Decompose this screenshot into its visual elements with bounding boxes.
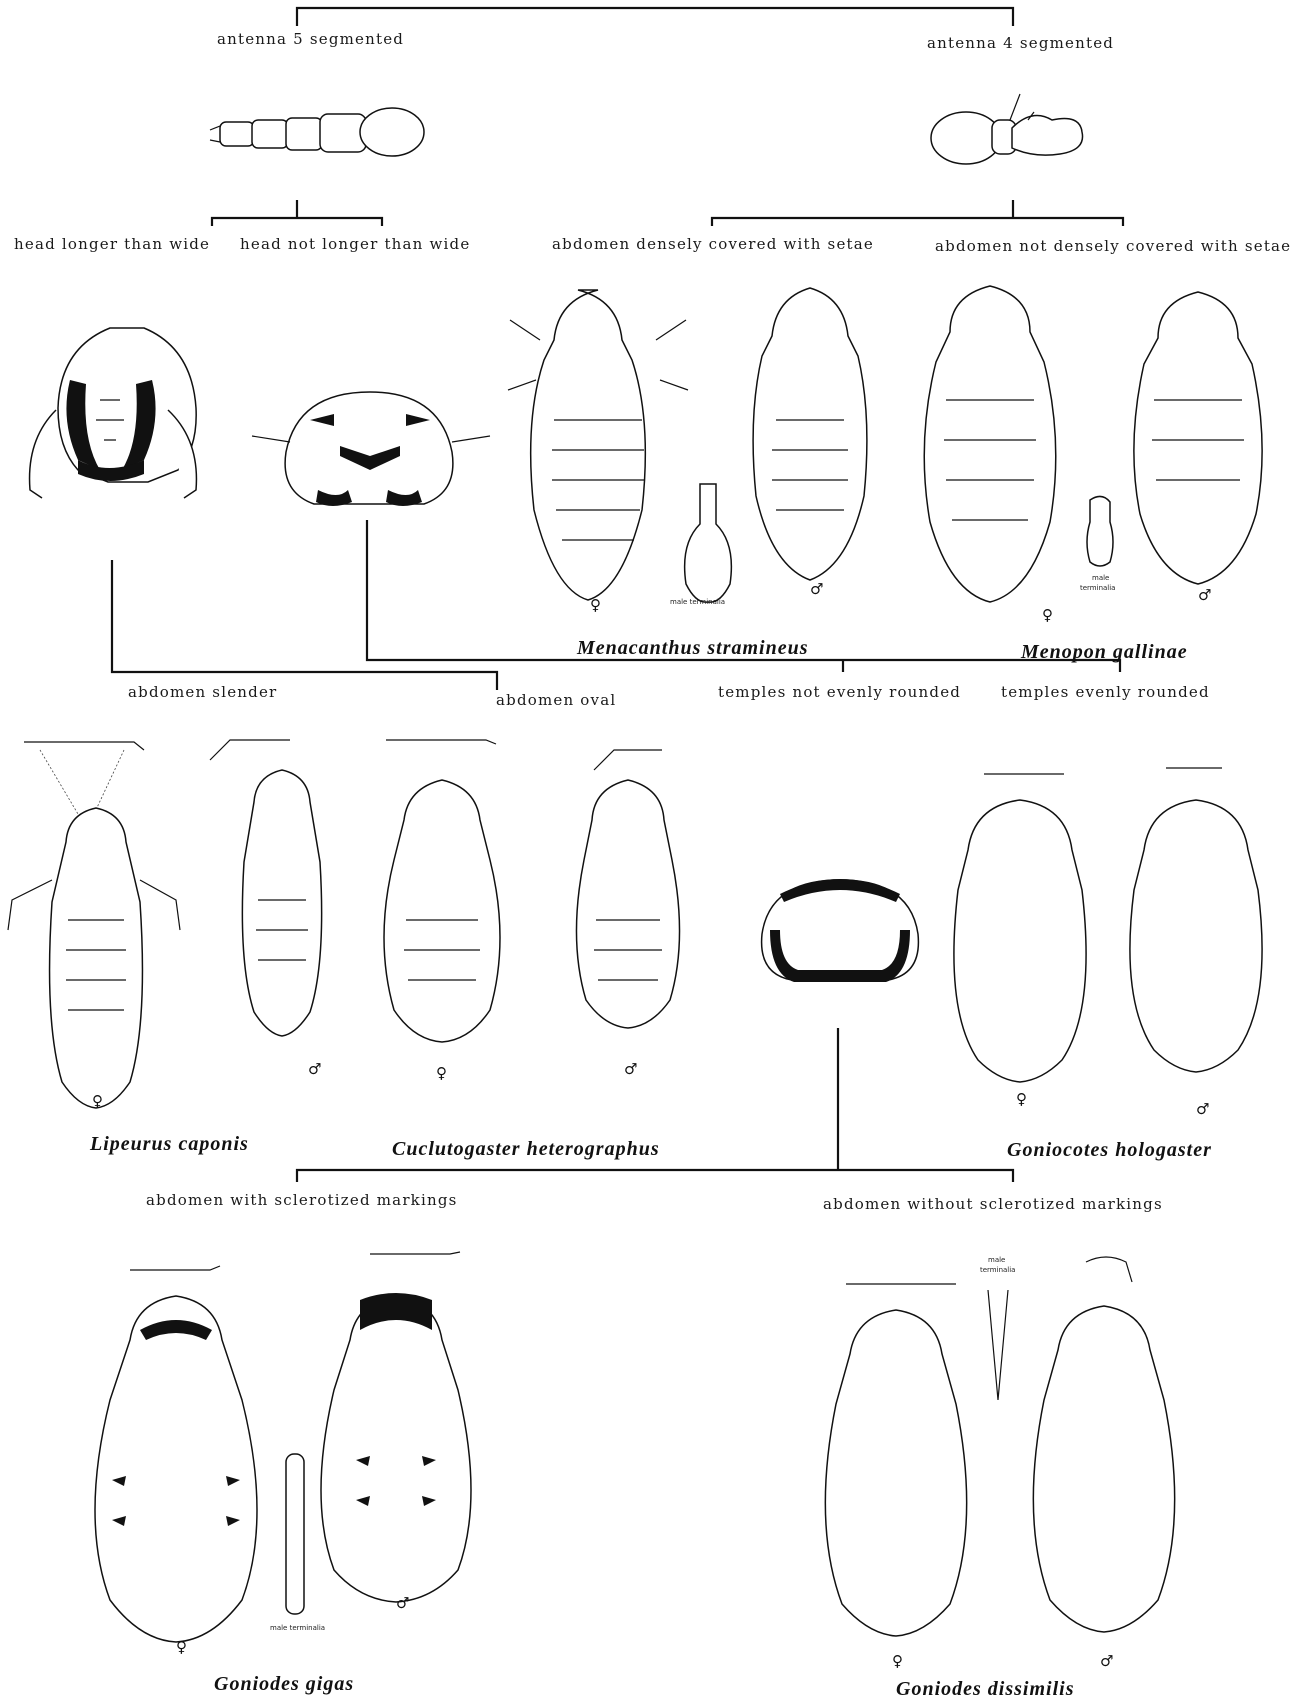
species-menopon: Menopon gallinae [1020, 641, 1188, 663]
sex-male-dissimilis: ♂ [1100, 1652, 1113, 1670]
menopon-male-terminalia: male terminalia [1080, 496, 1115, 592]
louse-dissimilis-male: ♂ [1033, 1257, 1174, 1670]
louse-goniocotes-female: ♀ [954, 774, 1086, 1108]
label-head-longer: head longer than wide [14, 235, 210, 253]
sex-male-menopon: ♂ [1198, 586, 1211, 604]
label-antenna5: antenna 5 segmented [217, 30, 404, 48]
louse-menopon-male: ♂ [1134, 292, 1262, 604]
sex-male-cuclutogaster: ♂ [624, 1060, 637, 1078]
louse-menopon-female: ♀ [924, 286, 1056, 624]
sex-female-menopon: ♀ [1042, 606, 1053, 624]
sex-female-menacanthus: ♀ [590, 596, 601, 614]
annotation-male-terminalia-1: male terminalia [670, 598, 725, 606]
species-menacanthus: Menacanthus stramineus [576, 637, 809, 659]
louse-cuclutogaster-female: ♀ [384, 740, 500, 1082]
sex-male-goniocotes: ♂ [1196, 1100, 1209, 1118]
label-abdomen-slender: abdomen slender [128, 683, 277, 701]
label-head-not-longer: head not longer than wide [240, 235, 470, 253]
louse-lipeurus-male: ♂ [210, 740, 322, 1078]
menacanthus-male-terminalia: male terminalia [670, 484, 731, 606]
louse-gigas-female: ♀ [95, 1266, 257, 1656]
key-labels: antenna 5 segmented antenna 4 segmented … [14, 30, 1291, 1213]
sex-female-cuclutogaster: ♀ [436, 1064, 447, 1082]
antenna-5-segmented [210, 108, 424, 156]
connector-antenna4 [712, 200, 1123, 226]
sex-male-menacanthus: ♂ [810, 580, 823, 598]
sex-female-gigas: ♀ [176, 1638, 187, 1656]
label-abdomen-not-dense: abdomen not densely covered with setae [935, 237, 1291, 255]
head-longer-than-wide [30, 328, 197, 498]
species-goniocotes: Goniocotes hologaster [1007, 1139, 1212, 1161]
louse-lipeurus-female: ♀ [8, 742, 180, 1110]
annotation-male-terminalia-2b: terminalia [1080, 584, 1115, 592]
sex-female-goniocotes: ♀ [1016, 1090, 1027, 1108]
annotation-male-terminalia-4a: male [988, 1256, 1005, 1264]
sex-female-dissimilis: ♀ [892, 1652, 903, 1670]
louse-goniocotes-male: ♂ [1130, 768, 1262, 1118]
gigas-male-terminalia: male terminalia [270, 1454, 325, 1632]
dissimilis-male-terminalia: male terminalia [980, 1256, 1015, 1400]
label-abdomen-dense: abdomen densely covered with setae [552, 235, 874, 253]
label-abdomen-no-sclerotized: abdomen without sclerotized markings [823, 1195, 1163, 1213]
label-temples-not: temples not evenly rounded [718, 683, 961, 701]
annotation-male-terminalia-4b: terminalia [980, 1266, 1015, 1274]
head-temples-not-evenly-rounded [762, 879, 919, 982]
louse-gigas-male: ♂ [321, 1252, 471, 1612]
annotation-male-terminalia-3: male terminalia [270, 1624, 325, 1632]
sex-female-lipeurus: ♀ [92, 1092, 103, 1110]
label-abdomen-sclerotized: abdomen with sclerotized markings [146, 1191, 458, 1209]
label-abdomen-oval: abdomen oval [496, 691, 616, 709]
annotation-male-terminalia-2a: male [1092, 574, 1109, 582]
head-not-longer-than-wide [252, 392, 490, 506]
label-temples-even: temples evenly rounded [1001, 683, 1210, 701]
connector-antenna5 [212, 200, 382, 226]
connector-top [297, 8, 1013, 26]
species-lipeurus: Lipeurus caponis [89, 1133, 249, 1155]
louse-menacanthus-male: ♂ [753, 288, 867, 598]
species-cuclutogaster: Cuclutogaster heterographus [392, 1138, 660, 1160]
sex-male-lipeurus: ♂ [308, 1060, 321, 1078]
species-dissimilis: Goniodes dissimilis [896, 1678, 1074, 1700]
louse-cuclutogaster-male: ♂ [576, 750, 679, 1078]
connector-head-longer [112, 560, 497, 690]
louse-menacanthus-female: ♀ [508, 290, 688, 614]
label-antenna4: antenna 4 segmented [927, 34, 1114, 52]
louse-dissimilis-female: ♀ [825, 1284, 966, 1670]
sex-male-gigas: ♂ [396, 1594, 409, 1612]
species-gigas: Goniodes gigas [214, 1673, 354, 1695]
antenna-4-segmented [931, 94, 1083, 164]
